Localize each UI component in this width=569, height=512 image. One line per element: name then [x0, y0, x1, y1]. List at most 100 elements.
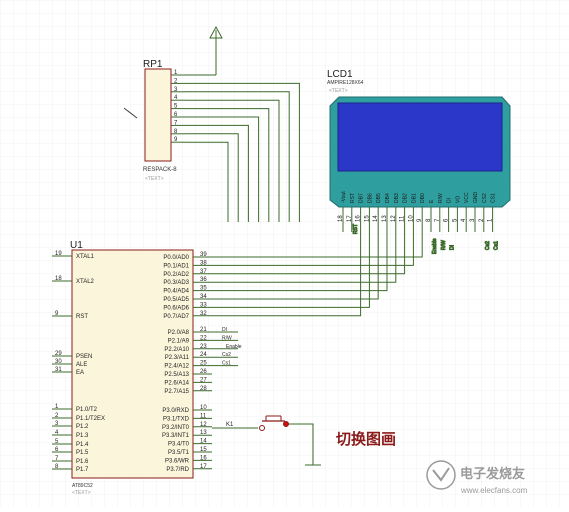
u1-right-pin-number: 13 — [200, 430, 207, 436]
u1-right-pin-name: P3.3/INT1 — [162, 433, 190, 439]
lcd-text-tag: <TEXT> — [329, 88, 348, 94]
u1-ref: U1 — [70, 240, 83, 251]
rp1-body — [144, 68, 172, 162]
u1-right-pin-number: 32 — [200, 311, 207, 317]
u1-left-pin-number: 30 — [55, 359, 62, 365]
lcd1-component[interactable]: LCD1 AMPIRE128X64 <TEXT> — [327, 69, 511, 208]
wire-p0-lcd-db — [212, 222, 406, 275]
u1-left-pin-name: EA — [76, 370, 84, 376]
u1-right-pin-name: P2.7/A15 — [164, 389, 189, 395]
lcd-pin-number: 12 — [391, 215, 397, 222]
u1-right-pin-name: P2.2/A10 — [164, 347, 189, 353]
rp1-pin-number: 5 — [174, 104, 178, 110]
wire-rp1-bus — [186, 82, 300, 222]
u1-right-pin-number: 21 — [200, 327, 207, 333]
u1-right-pin-number: 27 — [200, 377, 207, 383]
u1-left-pin-name: P1.0/T2 — [76, 407, 98, 413]
lcd-pin-name: DB2 — [403, 193, 409, 203]
lcd-part: AMPIRE128X64 — [327, 80, 364, 86]
lcd-pin-name: DB3 — [394, 193, 400, 203]
u1-right-pin-name: P3.7/RD — [166, 467, 189, 473]
p2-net-label: R/W — [222, 335, 232, 341]
lcd-pin-name: CS1 — [491, 193, 497, 203]
lcd-pin-name: VCC — [464, 192, 470, 203]
u1-left-pin-name: ALE — [76, 362, 87, 368]
u1-text-tag: <TEXT> — [72, 490, 91, 496]
lcd-pin-number: 13 — [382, 215, 388, 222]
u1-right-pin-number: 23 — [200, 344, 207, 350]
u1-right-pin-name: P2.0/A8 — [168, 330, 190, 336]
u1-right-pin-number: 37 — [200, 269, 207, 275]
lcd-pin-number: 11 — [400, 215, 406, 222]
lcd-pin-number: 18 — [338, 215, 344, 222]
u1-right-pin-name: P0.5/AD5 — [163, 297, 189, 303]
u1-right-pin-name: P3.5/T1 — [168, 450, 190, 456]
k1-switch[interactable]: K1 — [212, 415, 314, 465]
lcd-pin-name: DB1 — [411, 193, 417, 203]
lcd-net-label: Cs2 — [485, 241, 491, 250]
u1-right-pin-name: P2.4/A12 — [164, 364, 189, 370]
u1-left-pin-name: P1.6 — [76, 459, 89, 465]
wire-p0-lcd-db — [212, 222, 423, 258]
u1-left-pin-number: 6 — [55, 447, 59, 453]
lcd-pin-number: 17 — [347, 215, 353, 222]
u1-right-pin-name: P3.2/INT0 — [162, 425, 190, 431]
lcd-pin-number: 14 — [373, 215, 379, 222]
u1-left-pin-number: 9 — [55, 311, 59, 317]
wire-p0-lcd-db — [212, 222, 379, 300]
lcd-pin-name: DI — [447, 198, 453, 203]
rp1-component[interactable]: RP1 RESPACK-8 <TEXT> — [123, 59, 177, 182]
lcd-pin-name: DB0 — [420, 193, 426, 203]
u1-right-pin-number: 10 — [200, 405, 207, 411]
lcd-pin-number: 9 — [417, 218, 423, 222]
u1-right-pin-number: 12 — [200, 422, 207, 428]
u1-right-pin-name: P3.1/TXD — [163, 416, 190, 422]
lcd-pin-name: -Vout — [341, 191, 347, 203]
u1-left-pin-number: 1 — [55, 404, 59, 410]
wire-rp1-bus — [186, 116, 260, 222]
u1-right-pin-number: 15 — [200, 447, 207, 453]
u1-right-pin-name: P0.6/AD6 — [163, 305, 189, 311]
u1-left-pin-number: 18 — [55, 276, 62, 282]
u1-left-pin-number: 5 — [55, 439, 59, 445]
wire-p0-lcd-db — [212, 222, 397, 283]
u1-left-pin-name: RST — [76, 314, 88, 320]
u1-right-pin-name: P0.4/AD4 — [163, 289, 189, 295]
lcd-pin-number: 10 — [408, 215, 414, 222]
p2-net-label: DI — [222, 327, 227, 333]
u1-left-pin-name: P1.3 — [76, 433, 89, 439]
u1-body — [71, 249, 194, 479]
lcd-net-label: R/W — [441, 240, 447, 250]
u1-right-pin-number: 11 — [200, 413, 207, 419]
power-terminal[interactable] — [209, 25, 223, 75]
watermark-glyph-icon — [432, 467, 450, 482]
u1-left-pin-name: XTAL1 — [76, 254, 95, 260]
u1-right-pin-number: 38 — [200, 260, 207, 266]
wire-p0-lcd-db — [212, 222, 362, 317]
rp1-pin-number: 8 — [174, 129, 178, 135]
u1-left-pin-name: PSEN — [76, 354, 92, 360]
rp1-pin-number: 7 — [174, 120, 178, 126]
lcd-net-label: Cs1 — [494, 241, 500, 250]
p2-net-label: Cs1 — [222, 361, 231, 367]
u1-left-pin-name: XTAL2 — [76, 279, 95, 285]
lcd-pin-name: DB6 — [367, 193, 373, 203]
lcd-pin-number: 5 — [452, 218, 458, 222]
u1-left-pin-name: P1.2 — [76, 424, 89, 430]
u1-right-pin-number: 34 — [200, 294, 207, 300]
lcd-pin-number: 4 — [461, 218, 467, 222]
u1-right-pin-number: 26 — [200, 369, 207, 375]
rp1-pin-number: 2 — [174, 78, 178, 84]
u1-left-pin-name: P1.5 — [76, 450, 89, 456]
u1-component[interactable]: U1 AT89C52 <TEXT> — [70, 240, 194, 496]
u1-right-pin-name: P0.1/AD1 — [163, 263, 189, 269]
lcd-pin-number: 16 — [356, 215, 362, 222]
lcd-pin-name: VO — [455, 196, 461, 203]
u1-right-pin-name: P3.0/RXD — [162, 408, 189, 414]
u1-left-pin-number: 19 — [55, 251, 62, 257]
lcd-pin-name: E — [429, 199, 435, 203]
